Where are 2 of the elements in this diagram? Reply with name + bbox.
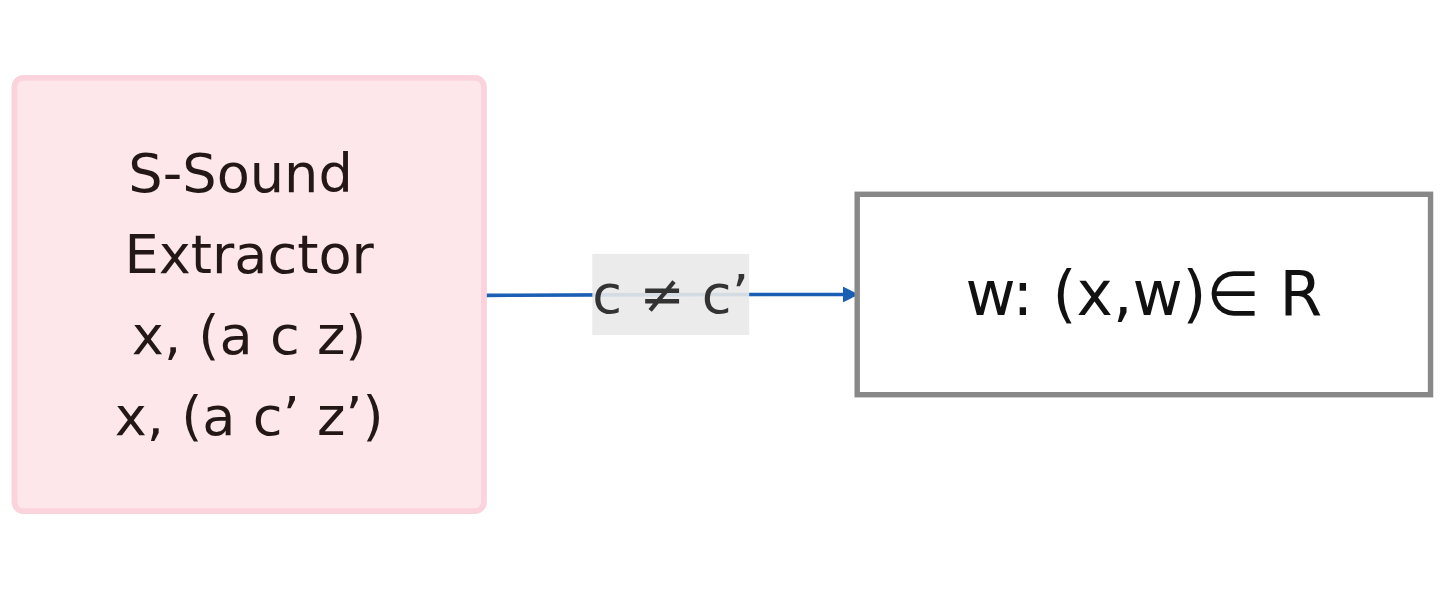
node-box: w: (x,w)∈ R (854, 191, 1434, 398)
edge-label: c ≠ c’ (592, 262, 749, 327)
